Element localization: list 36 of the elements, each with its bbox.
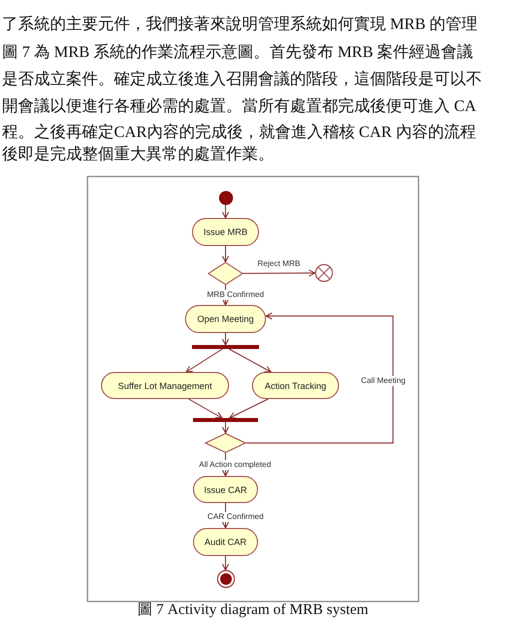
body-text-line: 是否成立案件。確定成立後進入召開會議的階段，這個階段是可以不 — [2, 70, 482, 90]
edge-label: All Action completed — [198, 460, 272, 470]
body-text-line: 程。之後再確定CAR內容的完成後，就會進入稽核 CAR 內容的流程 — [2, 123, 476, 143]
edge-label: CAR Confirmed — [206, 512, 265, 522]
arrow — [246, 312, 394, 444]
edge-label: Reject MRB — [256, 259, 302, 269]
edge-label: Call Meeting — [360, 376, 406, 386]
edge-label: MRB Confirmed — [206, 290, 265, 300]
body-text-line: 了系統的主要元件，我們接著來說明管理系統如何實現 MRB 的管理 — [2, 15, 478, 35]
body-text-line: 開會議以便進行各種必需的處置。當所有處置都完成後便可進入 CA — [2, 97, 476, 117]
activity-node: Action Tracking — [252, 372, 339, 399]
body-text-line: 後即是完成整個重大異常的處置作業。 — [2, 145, 274, 165]
figure-caption: 圖 7 Activity diagram of MRB system — [138, 602, 368, 619]
arrow — [222, 246, 229, 262]
activity-node: Audit CAR — [193, 528, 258, 556]
arrow — [229, 398, 269, 419]
sync-bar — [193, 418, 258, 422]
decision-diamond — [208, 262, 243, 285]
arrow — [186, 348, 223, 372]
arrow — [222, 332, 229, 346]
sync-bar — [192, 345, 259, 349]
activity-node: Issue MRB — [192, 218, 259, 246]
activity-node: Issue CAR — [193, 476, 258, 503]
end-node — [216, 570, 234, 588]
arrow — [222, 556, 229, 570]
activity-node: Suffer Lot Management — [101, 372, 229, 399]
start-node — [218, 191, 232, 205]
arrow — [228, 348, 272, 372]
body-text-line: 圖 7 為 MRB 系統的作業流程示意圖。首先發布 MRB 案件經過會議 — [2, 43, 474, 63]
activity-node: Open Meeting — [185, 305, 266, 333]
flow-final-node — [315, 264, 333, 282]
arrow — [188, 398, 222, 418]
arrow — [222, 204, 229, 218]
arrow — [222, 422, 229, 434]
decision-diamond — [205, 433, 246, 453]
arrow — [242, 270, 316, 277]
